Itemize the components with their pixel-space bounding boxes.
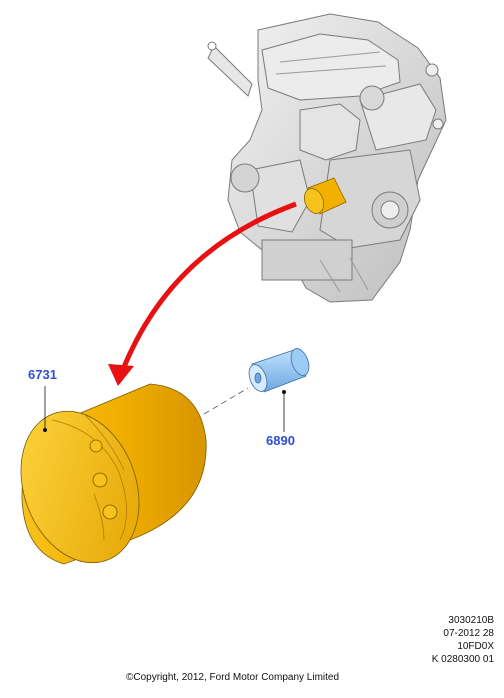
reference-line-4: K 0280300 01 (431, 654, 494, 665)
engine-block (207, 13, 447, 303)
alignment-line (203, 387, 249, 415)
reference-line-1: 3030210B (448, 615, 494, 626)
reference-block: 3030210B 07-2012 28 10FD0X K 0280300 01 (432, 614, 494, 666)
removal-arrow (108, 201, 297, 386)
copyright-notice: ©Copyright, 2012, Ford Motor Company Lim… (126, 672, 340, 683)
oil-filter (20, 383, 207, 565)
callout-oil-filter: 6731 (28, 367, 57, 382)
callout-adapter: 6890 (266, 433, 295, 448)
reference-line-2: 07-2012 28 (443, 628, 494, 639)
installed-filter-marker (303, 177, 347, 215)
oil-filter-adapter (248, 348, 310, 393)
reference-line-3: 10FD0X (457, 641, 494, 652)
